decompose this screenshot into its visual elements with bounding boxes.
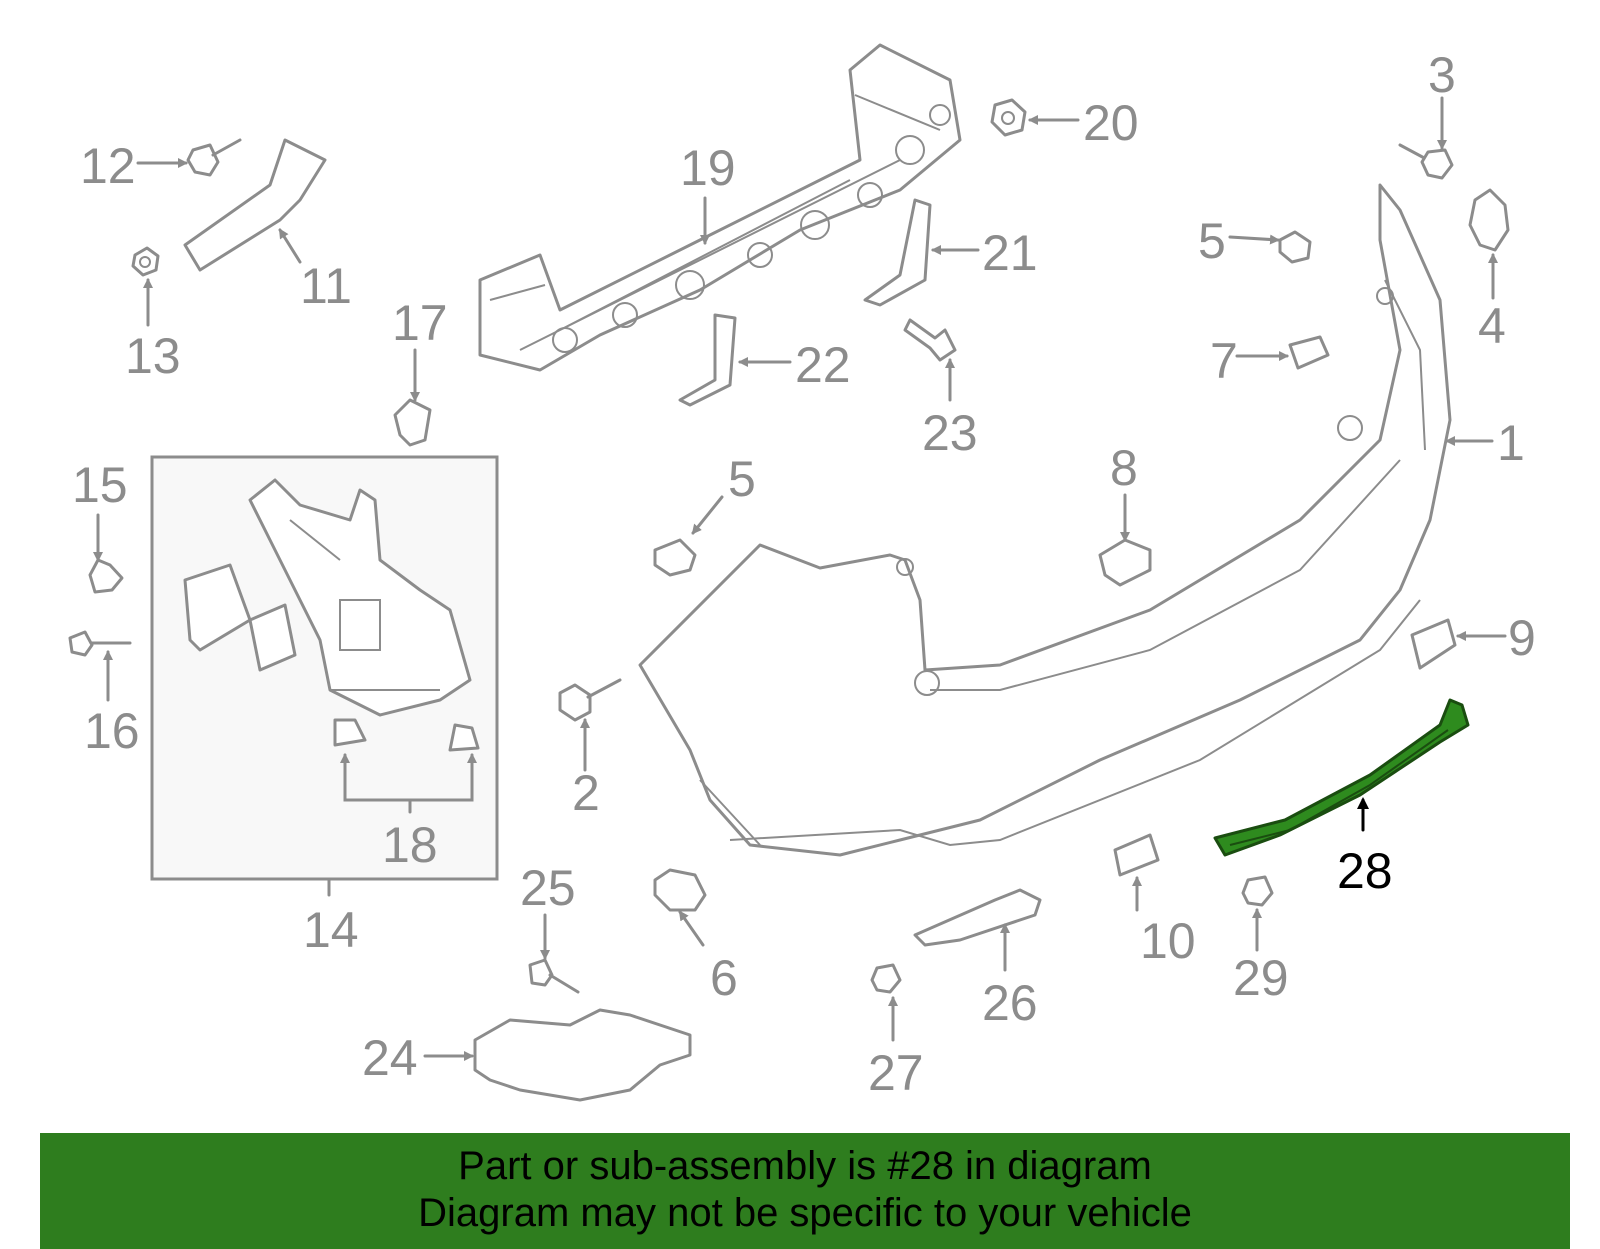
part-8-bracket[interactable]: [1098, 538, 1152, 587]
label-13: 13: [125, 328, 181, 384]
part-2-bolt[interactable]: [558, 678, 622, 722]
part-29-clip-nut[interactable]: [1241, 875, 1274, 907]
part-24-bracket[interactable]: [473, 1008, 692, 1102]
part-19-reinforcement-beam[interactable]: [478, 43, 962, 372]
part-14-assembly-box[interactable]: [150, 455, 499, 881]
label-23: 23: [922, 405, 978, 461]
part-3-bolt[interactable]: [1398, 143, 1454, 180]
label-15: 15: [72, 457, 128, 513]
label-27: 27: [868, 1045, 924, 1101]
part-17-clip[interactable]: [393, 398, 432, 447]
label-16: 16: [84, 703, 140, 759]
label-1: 1: [1497, 415, 1525, 471]
part-22-bracket[interactable]: [678, 313, 737, 407]
part-4-cap[interactable]: [1468, 188, 1510, 252]
part-1-bumper-cover[interactable]: [638, 183, 1452, 857]
label-8: 8: [1110, 440, 1138, 496]
part-28-highlighted[interactable]: [1213, 698, 1470, 857]
banner-line-2: Diagram may not be specific to your vehi…: [418, 1191, 1192, 1235]
part-15-clip[interactable]: [88, 558, 124, 594]
label-3: 3: [1428, 47, 1456, 103]
label-24: 24: [362, 1030, 418, 1086]
part-13-nut[interactable]: [131, 246, 160, 277]
part-16-bolt[interactable]: [68, 630, 132, 657]
label-5-lower: 5: [728, 451, 756, 507]
part-number-labels: 1 2 3 4 5 5 6 7 8 9 10 11 12 13 14 15 16…: [72, 47, 1536, 1101]
label-14: 14: [303, 902, 359, 958]
part-11-bracket[interactable]: [183, 138, 327, 272]
part-21-bracket[interactable]: [863, 198, 932, 307]
part-6-sensor[interactable]: [653, 868, 707, 912]
part-20-nut[interactable]: [990, 98, 1027, 137]
label-4: 4: [1478, 298, 1506, 354]
leader-lines: [93, 96, 1507, 1061]
label-26: 26: [982, 975, 1038, 1031]
label-20: 20: [1083, 95, 1139, 151]
label-19: 19: [680, 140, 736, 196]
info-banner: Part or sub-assembly is #28 in diagram D…: [40, 1133, 1570, 1249]
label-18: 18: [382, 817, 438, 873]
label-5-upper: 5: [1198, 213, 1226, 269]
label-12: 12: [80, 138, 136, 194]
part-9-pad[interactable]: [1410, 618, 1457, 670]
label-17: 17: [392, 295, 448, 351]
label-6: 6: [710, 950, 738, 1006]
label-25: 25: [520, 860, 576, 916]
part-12-bolt[interactable]: [186, 138, 242, 177]
label-21: 21: [982, 225, 1038, 281]
label-7: 7: [1210, 333, 1238, 389]
label-10: 10: [1140, 913, 1196, 969]
banner-line-1: Part or sub-assembly is #28 in diagram: [458, 1144, 1152, 1188]
part-26-bracket[interactable]: [913, 888, 1042, 947]
label-11: 11: [300, 258, 352, 314]
label-28: 28: [1337, 843, 1393, 899]
part-5-clip-upper[interactable]: [1278, 230, 1312, 264]
label-2: 2: [572, 765, 600, 821]
part-23-bolt[interactable]: [903, 318, 957, 362]
label-22: 22: [795, 337, 851, 393]
part-10-pad[interactable]: [1113, 833, 1160, 877]
part-5-clip-lower[interactable]: [653, 538, 697, 577]
part-27-clip-nut[interactable]: [870, 963, 902, 994]
label-29: 29: [1233, 950, 1289, 1006]
label-9: 9: [1508, 610, 1536, 666]
part-7-pad[interactable]: [1288, 335, 1330, 370]
part-25-bolt[interactable]: [528, 958, 580, 994]
